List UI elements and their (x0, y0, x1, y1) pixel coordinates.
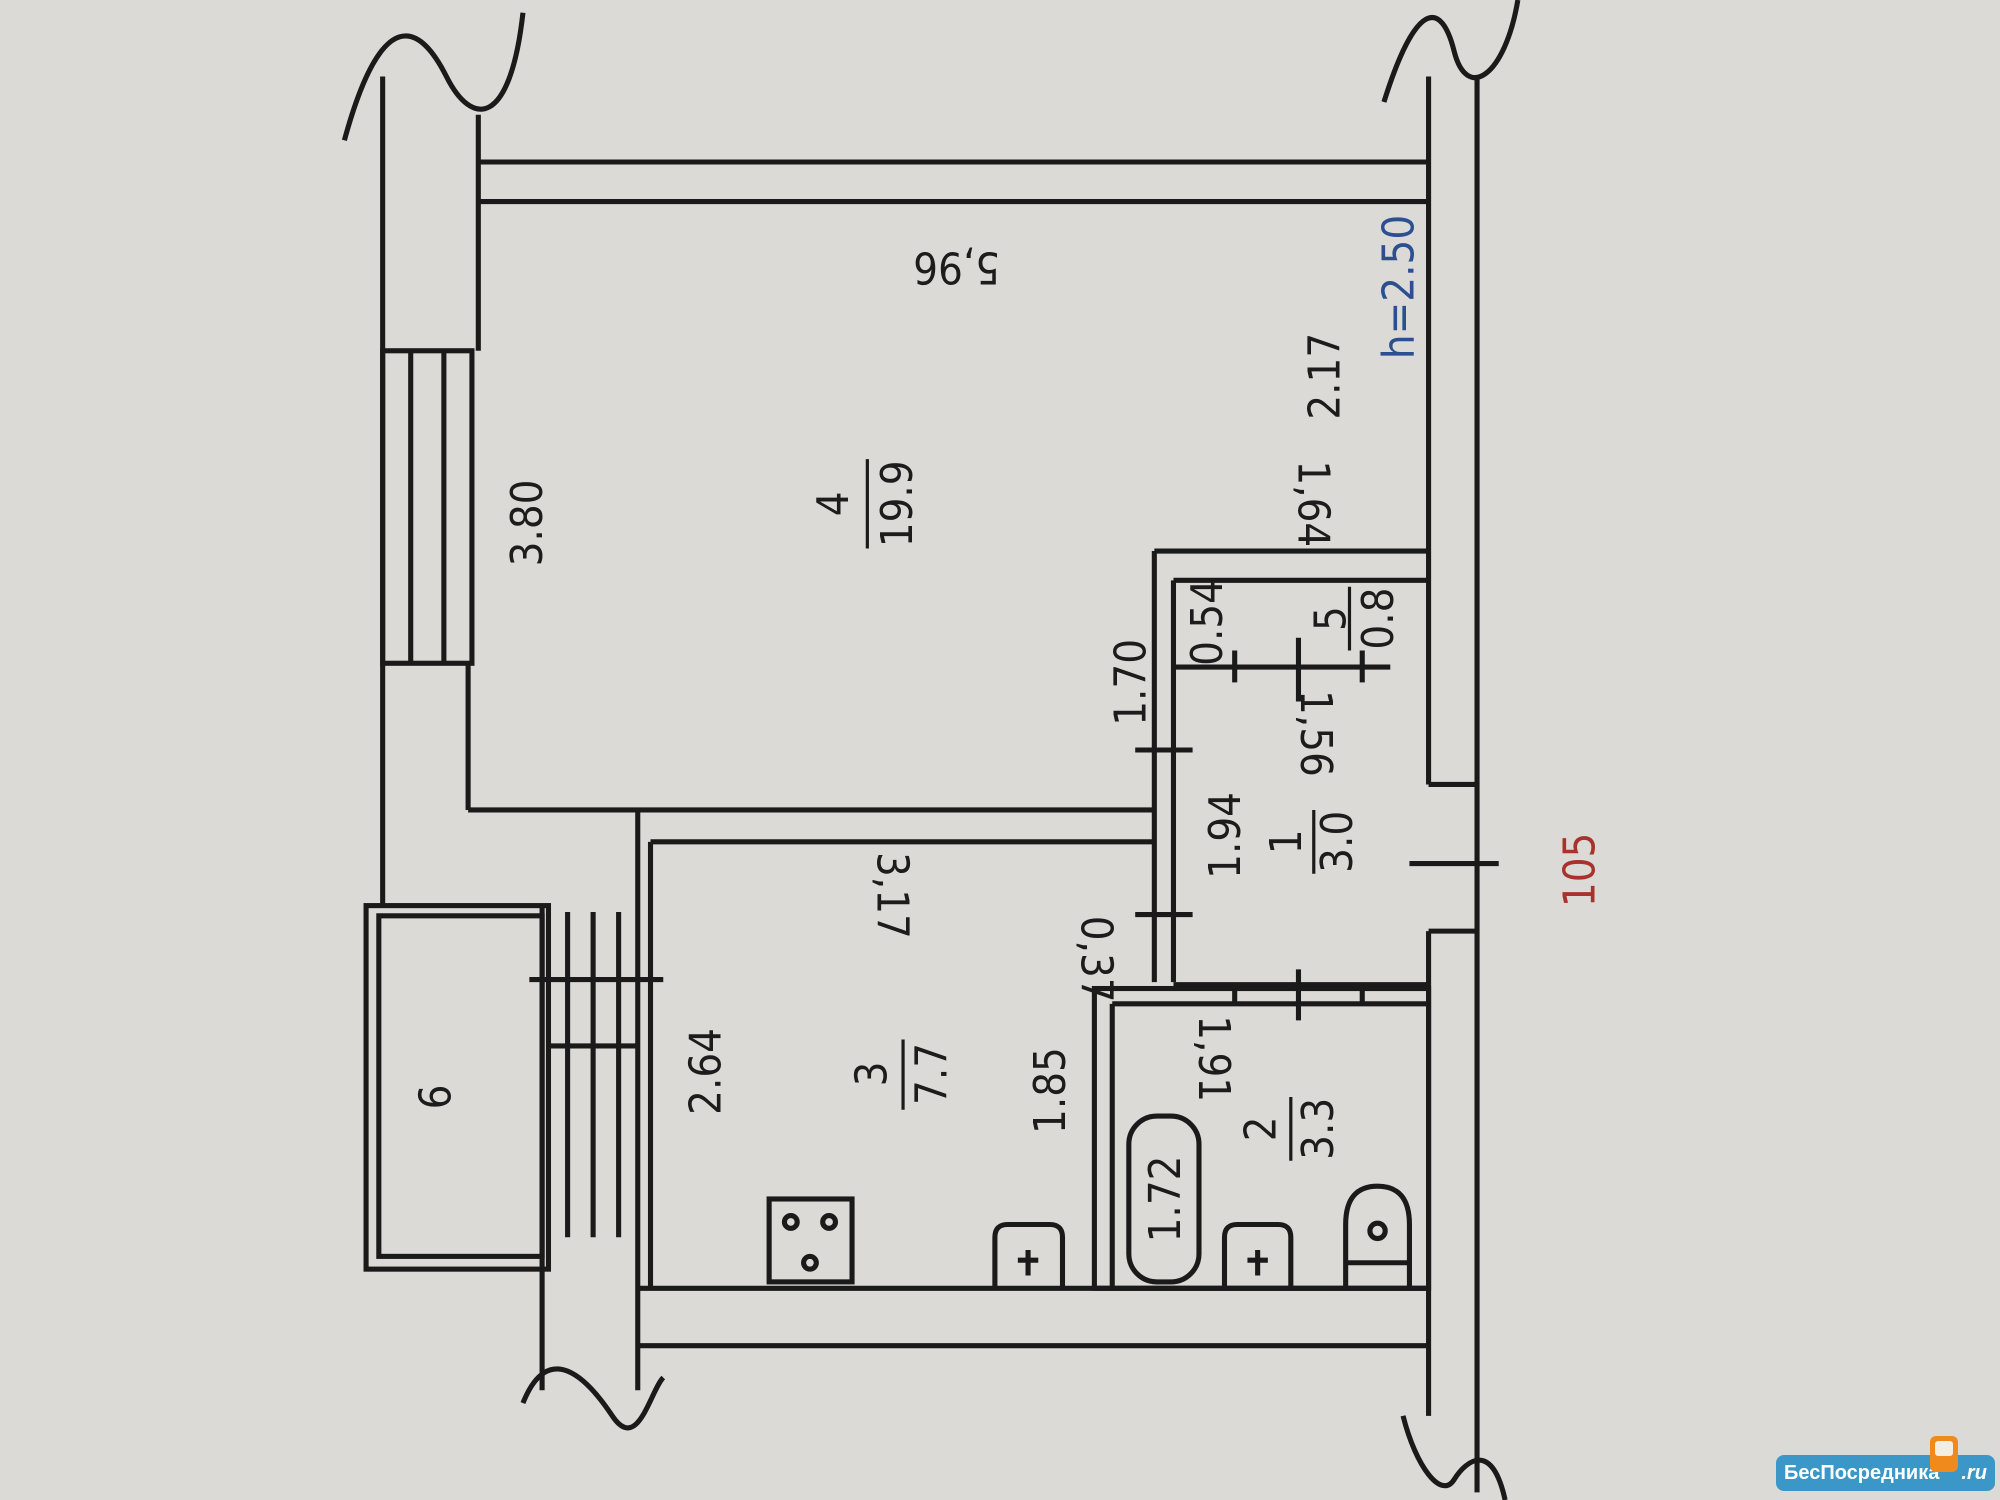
labels: 5,96 3.80 4 19.9 2.17 h=2.50 1,64 1.70 0… (411, 215, 1605, 1243)
dim-1-72: 1.72 (1141, 1156, 1191, 1243)
room-1-area: 3.0 (1313, 811, 1363, 873)
dim-2-17: 2.17 (1300, 333, 1350, 420)
dim-1-56: 1,56 (1290, 690, 1340, 777)
dim-1-94: 1.94 (1201, 792, 1251, 879)
kitchen-sink-icon (992, 1221, 1066, 1289)
dim-3-17: 3,17 (867, 852, 917, 939)
dim-3-80: 3.80 (503, 480, 553, 567)
walls (341, 0, 1521, 1500)
dim-1-64: 1,64 (1287, 460, 1337, 547)
dim-1-85: 1.85 (1026, 1047, 1076, 1134)
fixtures (766, 1113, 1412, 1289)
room-3-number: 3 (847, 1062, 897, 1087)
watermark-badge: БесПосредника .ru (1776, 1455, 1995, 1491)
wall-thickness-label: 105 (1555, 833, 1605, 907)
room-6-number: 6 (411, 1085, 461, 1110)
room-2-area: 3.3 (1294, 1098, 1344, 1160)
room-3-area: 7.7 (907, 1043, 957, 1105)
room-4-number: 4 (809, 491, 859, 516)
dim-5-96: 5,96 (913, 242, 1000, 292)
toilet-icon (1343, 1183, 1412, 1289)
bathtub-icon (1126, 1113, 1202, 1285)
watermark-brand: БесПосредника (1784, 1462, 1940, 1484)
bathroom-sink-icon (1221, 1221, 1294, 1289)
watermark-tld: .ru (1961, 1462, 1987, 1484)
room-5-area: 0.8 (1354, 588, 1404, 650)
dim-0-54: 0.54 (1183, 579, 1233, 666)
room-4-area: 19.9 (873, 460, 923, 547)
room-2-number: 2 (1237, 1116, 1287, 1141)
dim-0-37: 0,37 (1071, 916, 1121, 1003)
dim-1-91: 1,91 (1188, 1015, 1238, 1102)
dim-1-70: 1.70 (1106, 639, 1156, 726)
ceiling-height: h=2.50 (1374, 215, 1424, 359)
dim-2-64: 2.64 (682, 1028, 732, 1115)
mascot-logo-icon (1930, 1436, 1958, 1472)
room-1-number: 1 (1262, 829, 1312, 854)
stove-icon (766, 1196, 855, 1285)
